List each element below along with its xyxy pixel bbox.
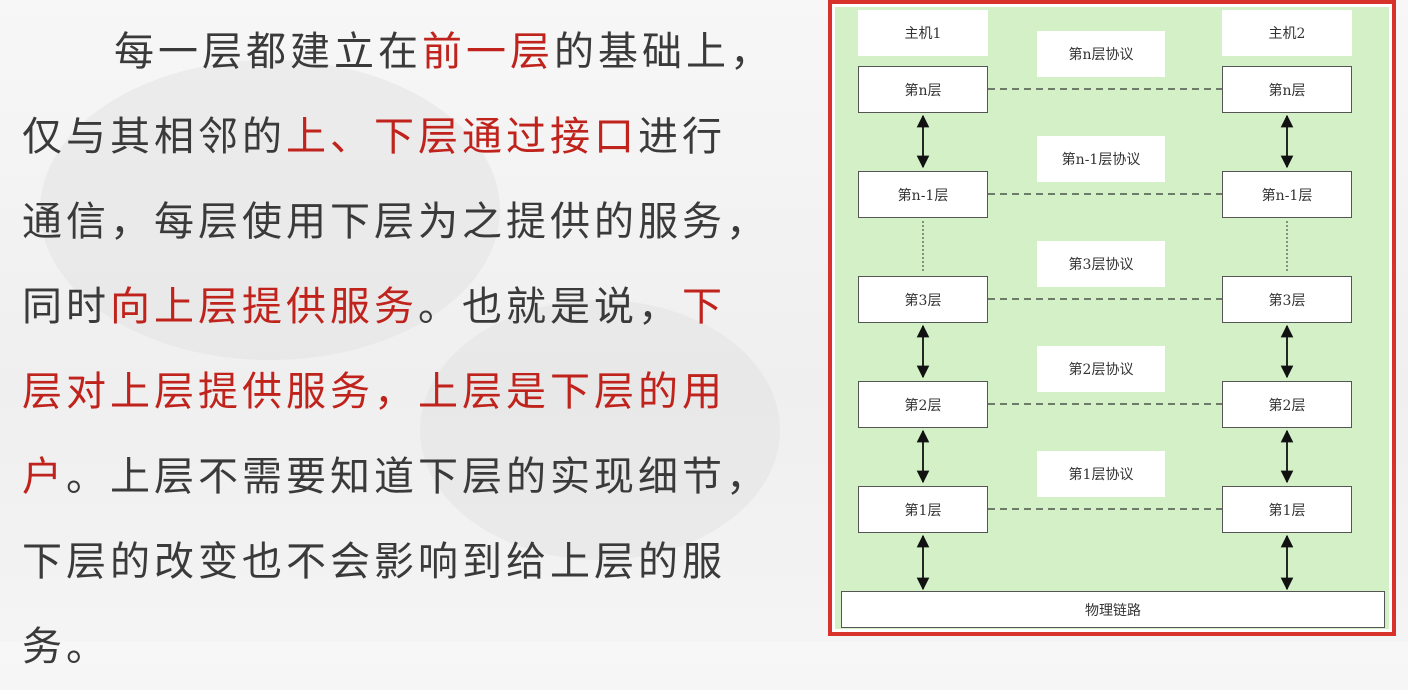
diagram-canvas: 主机1 主机2 第n层 第n层 第n层协议 第n-1层 第n-1层 第n-1层协… — [835, 7, 1389, 629]
protocol-label-layer-3: 第3层协议 — [1037, 241, 1165, 287]
text-run: 仅与其相邻的 — [22, 114, 286, 160]
text-run: 。也就是说， — [418, 284, 682, 330]
host1-layer-3: 第3层 — [858, 276, 988, 323]
host1-label: 主机1 — [858, 10, 988, 56]
paragraph-line: 层对上层提供服务，上层是下层的用 — [22, 350, 802, 435]
diagram-connectors — [916, 88, 1294, 591]
protocol-label-layer-1: 第1层协议 — [1037, 451, 1165, 497]
protocol-label-layer-n: 第n层协议 — [1037, 31, 1165, 77]
background-decoration — [420, 300, 780, 560]
host2-layer-n: 第n层 — [1222, 66, 1352, 113]
description-paragraph: 每一层都建立在前一层的基础上， 仅与其相邻的上、下层通过接口进行 通信，每层使用… — [22, 10, 802, 690]
protocol-label-layer-n-1: 第n-1层协议 — [1037, 136, 1165, 182]
text-run: 同时 — [22, 284, 110, 330]
text-run: 进行 — [638, 114, 726, 160]
paragraph-line: 户。上层不需要知道下层的实现细节， — [22, 435, 802, 520]
host2-layer-2: 第2层 — [1222, 381, 1352, 428]
host2-layer-1: 第1层 — [1222, 486, 1352, 533]
host1-layer-n-1: 第n-1层 — [858, 171, 988, 218]
layered-architecture-diagram: 主机1 主机2 第n层 第n层 第n层协议 第n-1层 第n-1层 第n-1层协… — [828, 0, 1396, 636]
paragraph-line: 同时向上层提供服务。也就是说，下 — [22, 265, 802, 350]
host2-layer-3: 第3层 — [1222, 276, 1352, 323]
highlighted-text-run: 向上层提供服务 — [110, 284, 418, 330]
highlighted-text-run: 上、下层通过接口 — [286, 114, 638, 160]
host1-layer-n: 第n层 — [858, 66, 988, 113]
host1-layer-1: 第1层 — [858, 486, 988, 533]
text-run: 的基础上， — [554, 29, 774, 75]
text-run: 务。 — [22, 624, 110, 670]
paragraph-line: 下层的改变也不会影响到给上层的服 — [22, 520, 802, 605]
paragraph-line: 每一层都建立在前一层的基础上， — [22, 10, 802, 95]
protocol-label-layer-2: 第2层协议 — [1037, 346, 1165, 392]
text-run: 。上层不需要知道下层的实现细节， — [66, 454, 770, 500]
host1-layer-2: 第2层 — [858, 381, 988, 428]
paragraph-line: 通信，每层使用下层为之提供的服务， — [22, 180, 802, 265]
highlighted-text-run: 户 — [22, 454, 66, 500]
paragraph-line: 务。 — [22, 605, 802, 690]
text-run: 下层的改变也不会影响到给上层的服 — [22, 539, 726, 585]
text-run: 通信，每层使用下层为之提供的服务， — [22, 199, 770, 245]
highlighted-text-run: 前一层 — [422, 29, 554, 75]
host2-label: 主机2 — [1222, 10, 1352, 56]
paragraph-line: 仅与其相邻的上、下层通过接口进行 — [22, 95, 802, 180]
highlighted-text-run: 层对上层提供服务，上层是下层的用 — [22, 369, 726, 415]
background-decoration — [40, 60, 500, 360]
host2-layer-n-1: 第n-1层 — [1222, 171, 1352, 218]
text-run: 每一层都建立在 — [114, 29, 422, 75]
physical-link: 物理链路 — [841, 591, 1385, 628]
protocol-dashed-lines — [988, 88, 1222, 510]
highlighted-text-run: 下 — [682, 284, 726, 330]
